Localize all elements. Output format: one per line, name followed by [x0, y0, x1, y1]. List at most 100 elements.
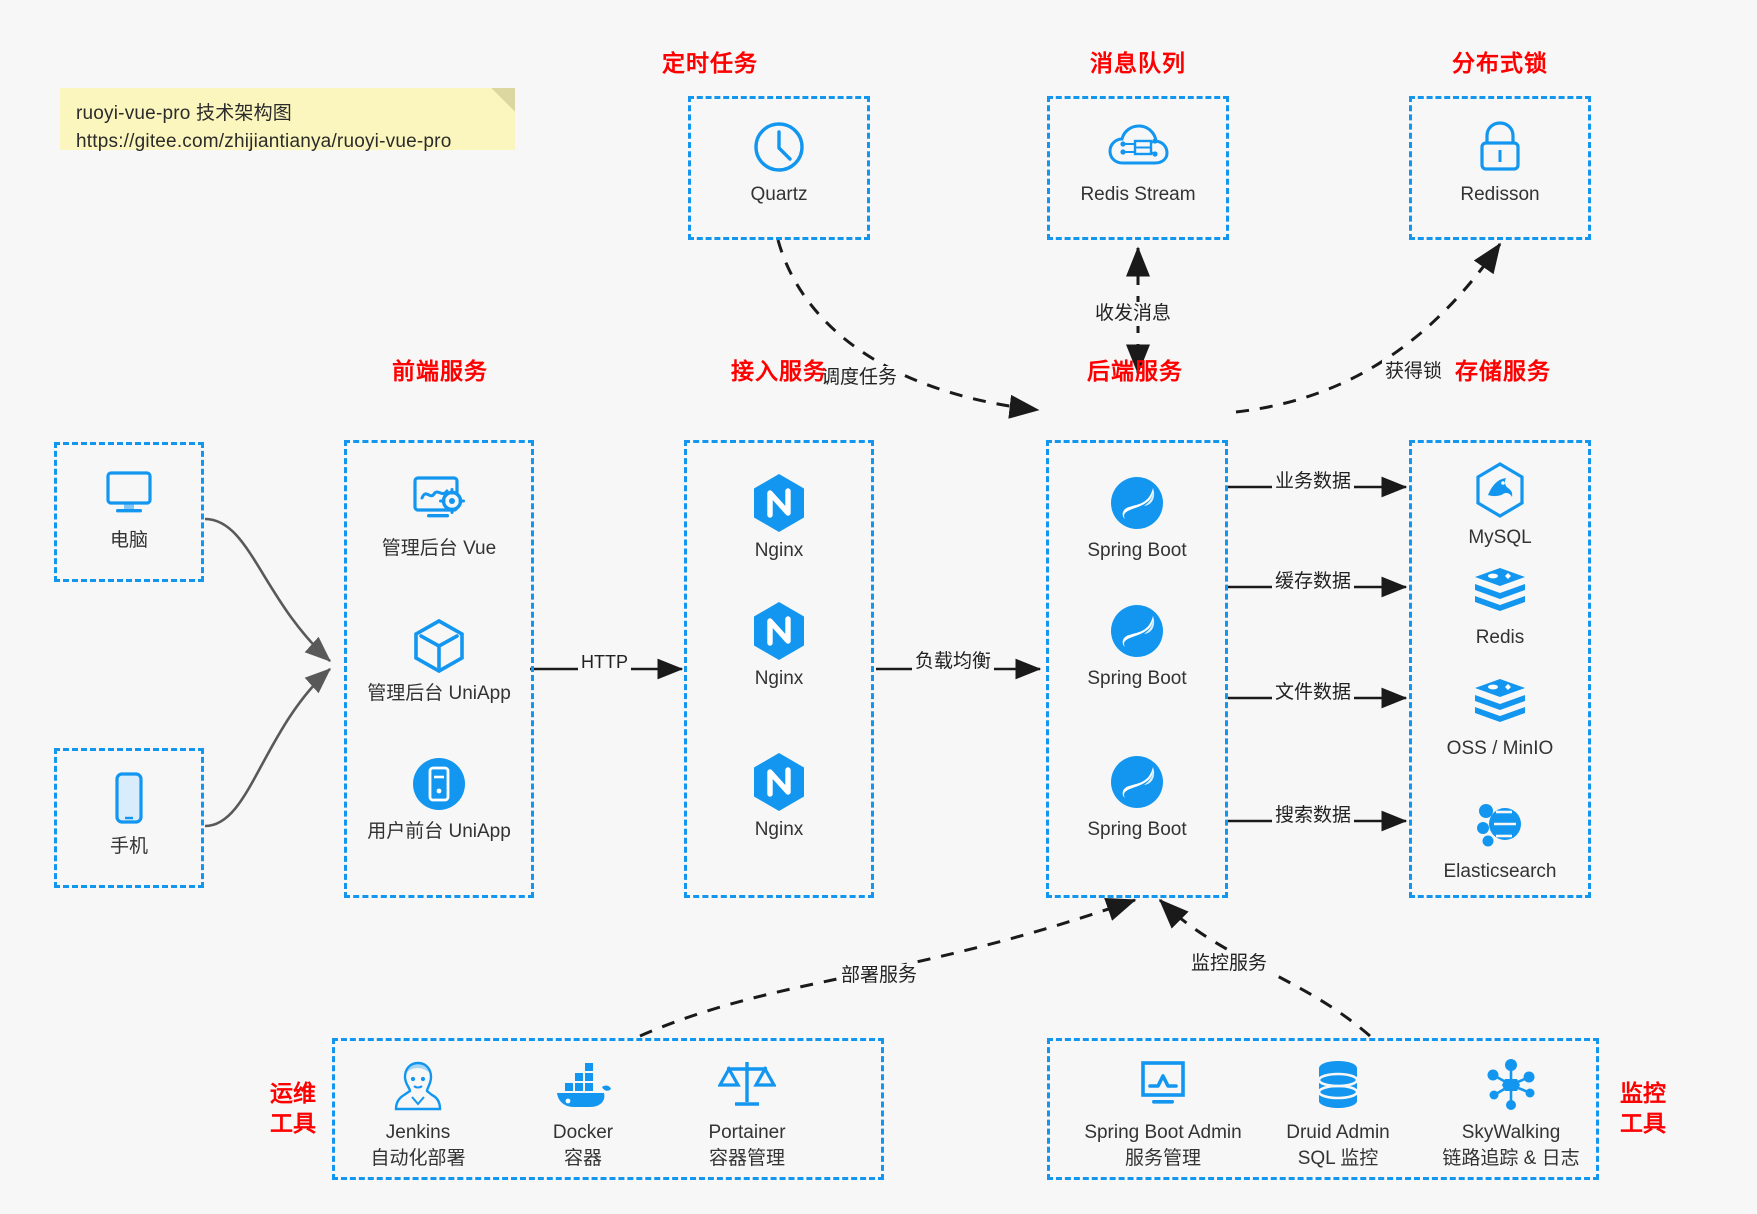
group-title-devops-line2: 工具	[270, 1110, 316, 1136]
edge-label-send-receive-message: 收发消息	[1092, 302, 1175, 326]
tile-redis[interactable]: Redis	[1425, 559, 1575, 651]
group-box-lock	[1409, 96, 1591, 240]
group-title-frontend: 前端服务	[392, 358, 488, 384]
tile-label: 用户前台 UniApp	[367, 821, 511, 842]
database-icon	[1253, 1054, 1423, 1116]
tile-admin-vue[interactable]: 管理后台 Vue	[364, 470, 514, 562]
tile-label: Spring Boot	[1087, 668, 1187, 689]
cube-icon	[364, 615, 514, 677]
tile-nginx-1[interactable]: Nginx	[704, 472, 854, 564]
spring-boot-icon	[1062, 751, 1212, 813]
group-title-monitor-line2: 工具	[1620, 1110, 1666, 1136]
tile-elasticsearch[interactable]: Elasticsearch	[1425, 793, 1575, 885]
tile-portainer[interactable]: Portainer 容器管理	[672, 1054, 822, 1172]
tile-label: Quartz	[750, 184, 808, 205]
tile-label: Nginx	[754, 819, 804, 840]
group-title-monitor-line1: 监控	[1620, 1080, 1666, 1106]
tile-redis-stream[interactable]: Redis Stream	[1063, 116, 1213, 208]
scales-icon	[672, 1054, 822, 1116]
group-title-backend: 后端服务	[1087, 358, 1183, 384]
tile-skywalking[interactable]: SkyWalking 链路追踪 & 日志	[1418, 1054, 1604, 1172]
nginx-icon	[704, 751, 854, 813]
tile-sublabel: SQL 监控	[1297, 1148, 1379, 1169]
jenkins-icon	[343, 1054, 493, 1116]
tile-oss-minio[interactable]: OSS / MinIO	[1425, 670, 1575, 762]
edge-label-file-data: 文件数据	[1272, 681, 1355, 705]
redis-icon	[1425, 559, 1575, 621]
oss-icon	[1425, 670, 1575, 732]
tile-druid-admin[interactable]: Druid Admin SQL 监控	[1253, 1054, 1423, 1172]
tile-spring-boot-admin[interactable]: Spring Boot Admin 服务管理	[1073, 1054, 1253, 1172]
tile-nginx-2[interactable]: Nginx	[704, 600, 854, 692]
group-box-mobile	[54, 748, 204, 888]
tile-label: OSS / MinIO	[1446, 738, 1554, 759]
tile-label: 手机	[109, 836, 148, 857]
group-title-lock: 分布式锁	[1452, 50, 1548, 76]
tile-desktop[interactable]: 电脑	[54, 462, 204, 554]
tile-sublabel: 容器管理	[708, 1148, 785, 1169]
spring-boot-icon	[1062, 600, 1212, 662]
tile-label: Spring Boot Admin	[1084, 1122, 1242, 1143]
sticky-note: ruoyi-vue-pro 技术架构图 https://gitee.com/zh…	[60, 88, 515, 152]
group-box-backend	[1046, 440, 1228, 898]
tile-label: 管理后台 UniApp	[367, 683, 511, 704]
tile-label: Redis	[1475, 627, 1525, 648]
tile-label: Druid Admin	[1286, 1122, 1390, 1143]
tile-label: Elasticsearch	[1443, 861, 1557, 882]
tile-spring-boot-3[interactable]: Spring Boot	[1062, 751, 1212, 843]
tile-sublabel: 链路追踪 & 日志	[1442, 1148, 1580, 1169]
tile-redisson[interactable]: Redisson	[1425, 116, 1575, 208]
group-title-devops: 运维 工具	[258, 1078, 328, 1138]
tile-docker[interactable]: Docker 容器	[508, 1054, 658, 1172]
app-icon	[364, 753, 514, 815]
lock-icon	[1425, 116, 1575, 178]
group-box-mq	[1047, 96, 1229, 240]
tile-label: Spring Boot	[1087, 819, 1187, 840]
tile-label: SkyWalking	[1461, 1122, 1561, 1143]
monitor-chart-icon	[1073, 1054, 1253, 1116]
edge-label-cache-data: 缓存数据	[1272, 570, 1355, 594]
desktop-icon	[54, 462, 204, 524]
tile-label: Jenkins	[385, 1122, 451, 1143]
tile-jenkins[interactable]: Jenkins 自动化部署	[343, 1054, 493, 1172]
tile-quartz[interactable]: Quartz	[704, 116, 854, 208]
tile-sublabel: 容器	[563, 1148, 602, 1169]
note-line-2: https://gitee.com/zhijiantianya/ruoyi-vu…	[76, 131, 452, 152]
tile-user-uniapp[interactable]: 用户前台 UniApp	[364, 753, 514, 845]
docker-icon	[508, 1054, 658, 1116]
tile-label: Redisson	[1460, 184, 1540, 205]
edge-label-monitor-service: 监控服务	[1188, 952, 1271, 976]
note-line-1: ruoyi-vue-pro 技术架构图	[76, 103, 293, 124]
tile-mobile[interactable]: 手机	[54, 768, 204, 860]
group-title-devops-line1: 运维	[270, 1080, 316, 1106]
edge-label-deploy-service: 部署服务	[838, 964, 921, 988]
group-box-scheduler	[688, 96, 870, 240]
cloud-stream-icon	[1063, 116, 1213, 178]
dashboard-gear-icon	[364, 470, 514, 532]
tile-label: 电脑	[109, 530, 148, 551]
group-box-storage	[1409, 440, 1591, 898]
group-title-storage: 存储服务	[1455, 358, 1551, 384]
edge-label-schedule-task: 调度任务	[818, 366, 901, 390]
group-title-mq: 消息队列	[1090, 50, 1186, 76]
tile-label: Nginx	[754, 668, 804, 689]
group-box-desktop	[54, 442, 204, 582]
tile-mysql[interactable]: MySQL	[1425, 459, 1575, 551]
tile-spring-boot-1[interactable]: Spring Boot	[1062, 472, 1212, 564]
tile-label: Portainer	[708, 1122, 786, 1143]
note-fold-corner	[491, 88, 515, 112]
group-box-gateway	[684, 440, 874, 898]
tile-admin-uniapp[interactable]: 管理后台 UniApp	[364, 615, 514, 707]
group-box-devops	[332, 1038, 884, 1180]
nginx-icon	[704, 600, 854, 662]
tile-spring-boot-2[interactable]: Spring Boot	[1062, 600, 1212, 692]
tile-nginx-3[interactable]: Nginx	[704, 751, 854, 843]
mobile-icon	[54, 768, 204, 830]
group-box-monitor	[1047, 1038, 1599, 1180]
edge-label-http: HTTP	[578, 650, 631, 674]
tile-label: Redis Stream	[1080, 184, 1196, 205]
group-title-monitor: 监控 工具	[1608, 1078, 1678, 1138]
mysql-icon	[1425, 459, 1575, 521]
tile-label: Spring Boot	[1087, 540, 1187, 561]
